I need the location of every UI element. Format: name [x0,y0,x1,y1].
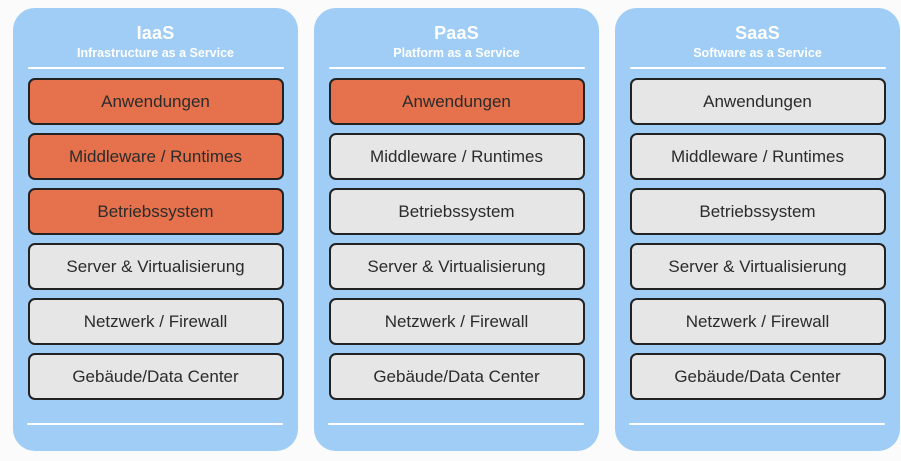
layer-stack: Anwendungen Middleware / Runtimes Betrie… [629,78,886,400]
service-model-panel-iaas: IaaS Infrastructure as a Service Anwendu… [13,8,298,451]
footer-divider [27,423,283,425]
layer-row: Server & Virtualisierung [328,243,585,290]
panel-header: IaaS Infrastructure as a Service [13,8,298,69]
layer-row: Anwendungen [328,78,585,125]
panel-subtitle: Software as a Service [693,46,822,60]
panel-title: SaaS [735,23,780,43]
layer-row: Middleware / Runtimes [328,133,585,180]
header-divider [629,67,886,69]
panel-subtitle: Infrastructure as a Service [76,46,235,60]
service-model-panel-paas: PaaS Platform as a Service Anwendungen M… [314,8,599,451]
layer-row: Betriebssystem [629,188,886,235]
layer-row: Middleware / Runtimes [27,133,284,180]
layer-row: Betriebssystem [27,188,284,235]
layer-row: Netzwerk / Firewall [328,298,585,345]
layer-row: Server & Virtualisierung [27,243,284,290]
panel-subtitle: Platform as a Service [393,46,520,60]
layer-row: Gebäude/Data Center [629,353,886,400]
layer-row: Middleware / Runtimes [629,133,886,180]
layer-row: Server & Virtualisierung [629,243,886,290]
header-divider [27,67,284,69]
layer-stack: Anwendungen Middleware / Runtimes Betrie… [27,78,284,400]
service-model-panel-saas: SaaS Software as a Service Anwendungen M… [615,8,900,451]
panel-header: SaaS Software as a Service [615,8,900,69]
layer-row: Gebäude/Data Center [27,353,284,400]
layer-row: Anwendungen [27,78,284,125]
panel-title: IaaS [136,23,175,43]
panel-title: PaaS [434,23,479,43]
footer-divider [328,423,584,425]
panel-header: PaaS Platform as a Service [314,8,599,69]
layer-row: Betriebssystem [328,188,585,235]
layer-row: Gebäude/Data Center [328,353,585,400]
header-divider [328,67,585,69]
footer-divider [629,423,885,425]
layer-row: Anwendungen [629,78,886,125]
layer-stack: Anwendungen Middleware / Runtimes Betrie… [328,78,585,400]
layer-row: Netzwerk / Firewall [27,298,284,345]
layer-row: Netzwerk / Firewall [629,298,886,345]
